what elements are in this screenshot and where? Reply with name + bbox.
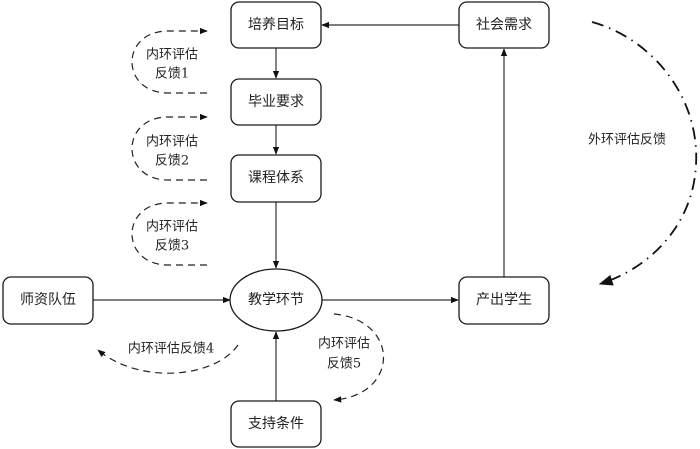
inner-feedback-2: 内环评估 反馈2: [131, 113, 208, 181]
node-label: 课程体系: [248, 170, 304, 186]
node-teaching-process: 教学环节: [229, 268, 323, 332]
feedback-arc: [131, 27, 208, 94]
feedback-label-line2: 反馈3: [155, 239, 189, 254]
feedback-label-line2: 反馈5: [327, 357, 361, 372]
feedback-label-line1: 内环评估: [146, 134, 198, 150]
feedback-label-line2: 反馈2: [155, 154, 189, 169]
node-label: 师资队伍: [20, 292, 76, 308]
node-label: 毕业要求: [248, 94, 304, 110]
feedback-label: 内环评估反馈4: [128, 341, 214, 357]
node-graduation-requirements: 毕业要求: [230, 78, 322, 126]
node-student-output: 产出学生: [458, 276, 550, 325]
node-label: 产出学生: [476, 292, 532, 308]
outer-feedback-label: 外环评估反馈: [588, 133, 666, 148]
feedback-label-line2: 反馈1: [155, 67, 189, 82]
node-support-conditions: 支持条件: [230, 400, 322, 448]
feedback-label-line1: 内环评估: [318, 336, 370, 352]
node-social-demand: 社会需求: [458, 1, 550, 49]
node-curriculum-system: 课程体系: [230, 154, 322, 203]
feedback-label-line1: 内环评估: [146, 219, 198, 235]
node-label: 培养目标: [248, 17, 304, 33]
outer-feedback-arc: [591, 21, 697, 286]
feedback-arc: [97, 344, 239, 374]
feedback-arc: [131, 199, 208, 266]
node-label: 支持条件: [248, 415, 304, 432]
feedback-label-line1: 内环评估: [146, 47, 198, 63]
node-label: 社会需求: [476, 17, 532, 33]
node-training-goal: 培养目标: [230, 1, 322, 49]
inner-feedback-1: 内环评估 反馈1: [131, 27, 208, 94]
outer-feedback: 外环评估反馈: [588, 21, 697, 286]
inner-feedback-4: 内环评估反馈4: [97, 341, 239, 374]
inner-feedback-3: 内环评估 反馈3: [131, 199, 208, 266]
node-faculty-team: 师资队伍: [2, 276, 94, 325]
feedback-arc: [333, 313, 384, 403]
feedback-arc: [131, 113, 208, 181]
node-label: 教学环节: [248, 292, 304, 308]
inner-feedback-5: 内环评估 反馈5: [318, 313, 384, 403]
